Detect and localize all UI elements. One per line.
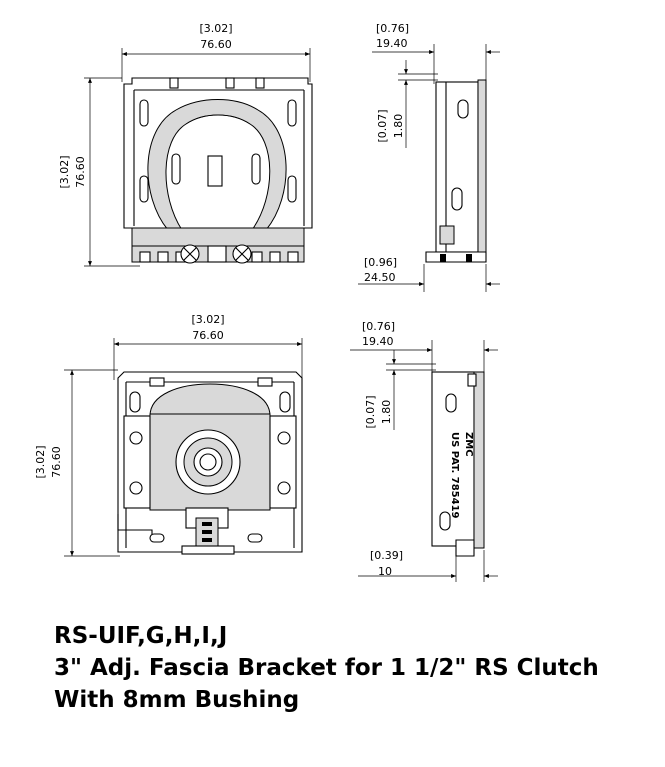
bottom-side-view: [0.76] 19.40 [0.07] 1.80 [0.39] 10 [350,320,498,582]
caption-part-number: RS-UIF,G,H,I,J [54,623,228,649]
bottom-side-base-dimension: [0.39] 10 [358,549,498,582]
bottom-front-width-mm: 76.60 [192,329,224,342]
top-side-bracket-profile [425,79,487,263]
top-front-height-inch: [3.02] [58,155,71,188]
bottom-side-base-inch: [0.39] [370,549,403,562]
bottom-front-bracket [117,371,303,555]
bottom-side-width-inch: [0.76] [362,320,395,333]
bottom-front-height-mm: 76.60 [50,446,63,478]
top-side-width-mm: 19.40 [376,37,408,50]
top-front-bracket [123,77,313,264]
top-front-height-mm: 76.60 [74,156,87,188]
bottom-side-slot-inch: [0.07] [364,395,377,428]
top-front-width-mm: 76.60 [200,38,232,51]
top-front-width-dimension: [3.02] 76.60 [121,22,311,82]
screw-icon [232,244,252,264]
top-side-width-dimension: [0.76] 19.40 [372,22,500,84]
top-side-slot-dimension: [0.07] 1.80 [376,60,438,148]
top-side-width-inch: [0.76] [376,22,409,35]
top-side-base-dimension: [0.96] 24.50 [358,256,500,292]
bottom-front-height-inch: [3.02] [34,445,47,478]
caption-subtitle: With 8mm Bushing [54,687,300,713]
bottom-side-base-mm: 10 [378,565,392,578]
top-side-slot-mm: 1.80 [392,114,405,139]
bottom-side-bracket-profile: ZMC US PAT. 785419 [431,371,485,557]
top-side-slot-inch: [0.07] [376,109,389,142]
top-front-width-inch: [3.02] [199,22,232,35]
stamp-text-line1: ZMC [463,432,474,457]
bottom-side-slot-dimension: [0.07] 1.80 [364,350,436,430]
top-side-view: [0.76] 19.40 [0.07] 1.80 [0.96] 24.50 [358,22,500,292]
bottom-side-width-mm: 19.40 [362,335,394,348]
screw-icon [180,244,200,264]
bottom-side-width-dimension: [0.76] 19.40 [350,320,498,374]
bottom-front-width-inch: [3.02] [191,313,224,326]
bottom-side-slot-mm: 1.80 [380,400,393,425]
top-side-base-mm: 24.50 [364,271,396,284]
technical-drawing: [3.02] 76.60 [3.02] 76.60 [34,22,500,582]
caption-title: 3" Adj. Fascia Bracket for 1 1/2" RS Clu… [54,655,599,681]
stamp-text-line2: US PAT. 785419 [449,432,460,519]
bottom-front-width-dimension: [3.02] 76.60 [113,313,303,380]
top-side-base-inch: [0.96] [364,256,397,269]
bottom-front-view: [3.02] 76.60 [3.02] 76.60 [34,313,303,557]
top-front-height-dimension: [3.02] 76.60 [58,77,140,267]
top-front-view: [3.02] 76.60 [3.02] 76.60 [58,22,313,267]
bottom-front-height-dimension: [3.02] 76.60 [34,369,120,557]
